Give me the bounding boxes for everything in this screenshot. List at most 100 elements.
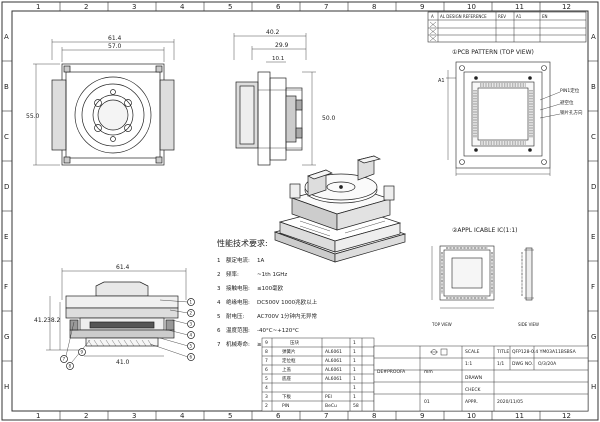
appl-title: ②APPL ICABLE IC(1:1) — [452, 227, 518, 234]
pcb-pattern — [446, 61, 561, 176]
bom-qty: 1 — [353, 394, 356, 400]
balloon-label: 8 — [69, 364, 72, 369]
row-label: H — [591, 383, 596, 391]
spec-number: 5 — [217, 314, 221, 320]
spec-label: 接触电阻: — [226, 284, 250, 292]
balloon-label: 2 — [190, 311, 193, 316]
scale-value: 1:1 — [465, 361, 472, 367]
sheet-value: 1/1 — [497, 361, 504, 367]
side-dim-inner: 29.9 — [275, 42, 289, 49]
spec-value: ≤100毫欧 — [257, 284, 284, 292]
row-label: H — [4, 383, 9, 391]
pcb-title: ①PCB PATTERN (TOP VIEW) — [452, 49, 534, 56]
bom-no: 8 — [265, 349, 268, 355]
bom-qty: 1 — [353, 340, 356, 346]
pcb-note: 避空位 — [560, 99, 574, 106]
date-value: 2020/11/05 — [497, 399, 523, 405]
spec-number: 6 — [217, 328, 221, 334]
row-label: C — [591, 133, 596, 141]
pcb-note: 钢片孔方向 — [560, 109, 583, 116]
approved-label: APPR. — [465, 399, 478, 405]
row-label: A — [591, 33, 596, 41]
column-label: 1 — [36, 3, 40, 11]
spec-value: -40°C~+120°C — [257, 328, 299, 334]
dwg-value: O/3/20A — [538, 361, 557, 367]
column-label: 5 — [228, 412, 232, 420]
appl-top-label: TOP VIEW — [431, 322, 452, 327]
revision-letter: A — [431, 14, 434, 19]
spec-number: 4 — [217, 300, 221, 306]
bom-name: 底座 — [282, 375, 291, 382]
bom-material: AL6061 — [325, 349, 342, 355]
front-dim-width-inner: 57.0 — [108, 43, 122, 50]
row-label: G — [591, 333, 596, 341]
side-dim-height: 50.0 — [322, 115, 336, 122]
balloon-label: 9 — [81, 350, 84, 355]
bom-no: 4 — [265, 385, 268, 391]
specifications: 性能技术要求: 1 额定电流: 1A 2 频率: ~1th 1GHz 3 接触电… — [217, 238, 318, 348]
pcb-note: PIN1定位 — [560, 87, 580, 94]
column-label: 6 — [276, 3, 281, 11]
row-label: D — [591, 183, 596, 191]
column-label: 5 — [228, 3, 232, 11]
spec-number: 7 — [217, 342, 221, 348]
column-label: 2 — [84, 412, 88, 420]
revision-col-rev: REV — [498, 14, 506, 19]
bom-qty: 58 — [353, 403, 359, 409]
bom-qty: 1 — [353, 358, 356, 364]
row-label: C — [4, 133, 9, 141]
column-label: 4 — [180, 412, 185, 420]
row-label: F — [591, 283, 595, 291]
section-dim-h1: 41.2 — [34, 317, 48, 324]
checked-label: CHECK — [465, 387, 482, 393]
balloon-label: 6 — [190, 355, 193, 360]
spec-number: 1 — [217, 258, 221, 264]
column-label: 3 — [132, 412, 136, 420]
front-dim-width-outer: 61.4 — [108, 35, 122, 42]
column-label: 6 — [276, 412, 281, 420]
column-label: 9 — [420, 412, 424, 420]
row-label: F — [4, 283, 8, 291]
spec-value: DC500V 1000兆欧以上 — [257, 298, 318, 306]
column-label: 8 — [372, 412, 376, 420]
bom-qty: 1 — [353, 349, 356, 355]
spec-label: 绝缘电阻: — [226, 298, 250, 306]
bom-qty: 1 — [353, 367, 356, 373]
column-label: 8 — [372, 3, 376, 11]
column-labels-top: 1 2 3 4 5 6 7 8 9 10 11 12 — [36, 3, 571, 11]
section-dim-bottom: 41.0 — [116, 359, 130, 366]
balloon-label: 3 — [190, 322, 193, 327]
spec-number: 3 — [217, 286, 221, 292]
bom-material: BeCu — [325, 403, 337, 409]
spec-label: 温度范围: — [226, 326, 250, 334]
column-label: 10 — [467, 412, 476, 420]
bom-name: 下板 — [282, 393, 291, 400]
section-dim-h2: 38.2 — [47, 317, 61, 324]
spec-label: 机械寿命: — [226, 340, 250, 348]
bom-name: 定位框 — [282, 357, 296, 364]
bom-name: 上盖 — [282, 366, 291, 373]
bom-table — [261, 337, 375, 412]
side-dim-width: 40.2 — [266, 29, 280, 36]
spec-value: AC700V 1分钟内无异常 — [257, 312, 318, 320]
appl-side-label: SIDE VIEW — [518, 322, 539, 327]
bom-name: 弹簧片 — [282, 348, 296, 355]
column-label: 12 — [562, 412, 571, 420]
pcb-pin1-label: A1 — [438, 78, 445, 84]
column-label: 9 — [420, 3, 424, 11]
row-labels-left: A B C D E F G H — [4, 33, 9, 391]
isometric-view — [273, 155, 407, 263]
row-label: D — [4, 183, 9, 191]
spec-value: 1A — [257, 258, 264, 264]
revision-table: AL DESIGN REFERENCE REV A1 EN A — [427, 11, 587, 43]
balloon-label: 7 — [63, 357, 66, 362]
row-label: E — [591, 233, 595, 241]
bom-rows: 9 压块 1 8 弹簧片 AL6061 1 7 定位框 AL6061 1 6 上… — [265, 339, 359, 409]
row-label: B — [591, 83, 596, 91]
row-label: B — [4, 83, 9, 91]
dwg-label: DWG NO. — [512, 361, 533, 367]
row-label: A — [4, 33, 9, 41]
applicable-ic — [431, 245, 534, 309]
